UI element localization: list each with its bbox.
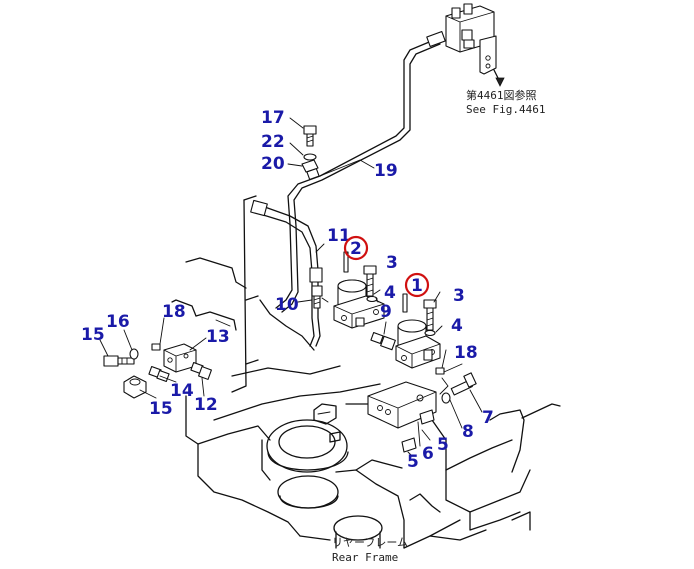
washer-17 xyxy=(129,348,139,360)
leader-lines xyxy=(99,159,483,457)
reference-note-jp: 第4461図参照 xyxy=(466,88,537,102)
bolt-18-left xyxy=(151,343,161,351)
frame-label-en: Rear Frame xyxy=(332,551,398,564)
callout-5-lower: 5 xyxy=(407,452,419,472)
callout-12: 12 xyxy=(194,395,218,415)
washer-22 xyxy=(303,153,317,161)
callout-1: 1 xyxy=(411,276,423,296)
callout-5-right: 5 xyxy=(437,435,449,455)
callout-7: 7 xyxy=(482,408,494,428)
callout-18-left: 18 xyxy=(162,302,186,322)
callout-8: 8 xyxy=(462,422,474,442)
callout-2: 2 xyxy=(350,239,362,259)
fitting-9 xyxy=(370,321,396,351)
frame-label-jp: リヤーフレーム xyxy=(332,536,408,549)
callout-9: 9 xyxy=(380,302,392,322)
solenoid-valve-2 xyxy=(333,251,385,329)
reference-note-en: See Fig.4461 xyxy=(466,103,545,116)
fitting-10 xyxy=(297,285,329,309)
callout-18-right: 18 xyxy=(454,343,478,363)
bracket-6 xyxy=(367,381,437,429)
callout-6: 6 xyxy=(422,444,434,464)
callout-14: 14 xyxy=(170,381,194,401)
callout-13: 13 xyxy=(206,327,230,347)
clamp-20 xyxy=(301,159,319,173)
callout-3-upper: 3 xyxy=(386,253,398,273)
bolt-7 xyxy=(450,372,477,396)
washer-4-upper xyxy=(366,295,378,303)
pipe-11 xyxy=(250,199,323,351)
callout-20: 20 xyxy=(261,154,285,174)
callout-16: 15 xyxy=(81,325,105,345)
callout-21: 17 xyxy=(261,108,285,128)
rear-frame xyxy=(171,257,561,549)
bolt-21 xyxy=(303,125,317,147)
bolt-18-right xyxy=(435,367,445,375)
washer-8 xyxy=(441,392,451,404)
fitting-14 xyxy=(148,365,170,383)
callout-4-lower: 4 xyxy=(451,316,463,336)
callout-19: 19 xyxy=(374,161,398,181)
callout-10: 10 xyxy=(275,295,299,315)
solenoid-valve-1 xyxy=(395,293,441,369)
callout-22: 22 xyxy=(261,132,285,152)
connector-15 xyxy=(123,375,147,399)
fitting-12 xyxy=(190,361,212,380)
callout-15: 15 xyxy=(149,399,173,419)
callout-4-upper: 4 xyxy=(384,283,396,303)
callout-17: 16 xyxy=(106,312,130,332)
ref-valve-block xyxy=(445,3,505,87)
bolt-3-upper xyxy=(363,265,377,297)
highlight-ring-2 xyxy=(343,235,369,261)
bolt-16 xyxy=(103,355,135,367)
spacer-5 xyxy=(401,409,435,453)
pipe-19 xyxy=(275,31,446,313)
callout-3-lower: 3 xyxy=(453,286,465,306)
highlight-ring-1 xyxy=(404,272,430,298)
callout-11: 11 xyxy=(327,226,351,246)
mounting-plate xyxy=(231,195,259,393)
washer-4-lower xyxy=(424,329,436,337)
